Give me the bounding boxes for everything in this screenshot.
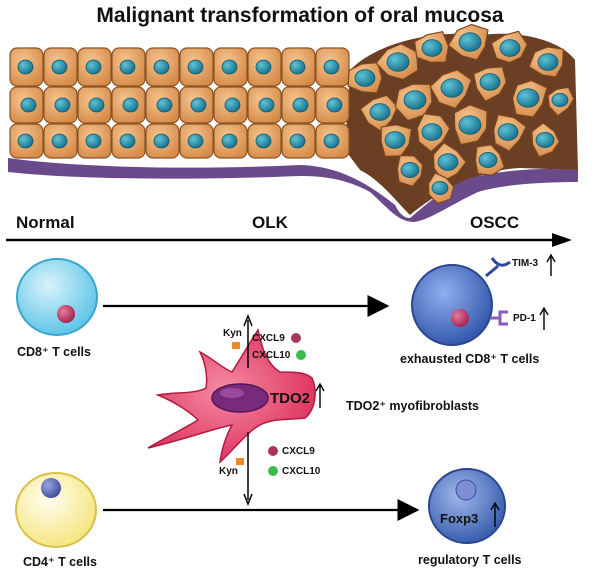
- tdo2-label: TDO2: [270, 390, 311, 407]
- tdo2-up-arrow-icon: [315, 382, 325, 408]
- foxp3-up-arrow-icon: [490, 501, 500, 527]
- pd1-receptor-icon: [490, 310, 508, 326]
- fibroblast-label: TDO2⁺ myofibroblasts: [346, 399, 480, 413]
- kyn-lower-label: Kyn: [219, 466, 238, 477]
- epithelial-cell: [145, 47, 180, 87]
- epithelial-cell: [43, 123, 78, 159]
- epithelial-cell: [9, 123, 44, 159]
- epithelial-cell: [145, 86, 180, 124]
- epithelial-cell: [111, 123, 146, 159]
- tumor-cells: [347, 23, 575, 205]
- tumor-cell: [453, 104, 488, 146]
- treg-label: regulatory T cells: [418, 553, 522, 567]
- tumor-cell: [547, 86, 575, 117]
- basement-membrane: [8, 158, 578, 222]
- tumor-cell: [531, 122, 561, 158]
- epithelial-cell: [77, 123, 112, 159]
- tumor-cell: [511, 79, 548, 118]
- epithelial-cell: [315, 47, 350, 87]
- progression-arrowhead: [552, 233, 572, 247]
- figure-title: Malignant transformation of oral mucosa: [96, 4, 504, 27]
- cxcl9-dot-icon: [268, 446, 278, 456]
- cxcl10-dot-icon: [268, 466, 278, 476]
- epithelial-cell: [213, 123, 248, 159]
- epithelial-cell: [281, 86, 316, 124]
- tumor-cell: [473, 66, 507, 103]
- cxcl10-lower-label: CXCL10: [282, 466, 321, 477]
- tumor-cell: [474, 144, 505, 176]
- down-secretion-arrow: [243, 432, 253, 507]
- tumor-cell: [347, 61, 383, 94]
- cxcl9-dot-icon: [291, 333, 301, 343]
- stage-olk: OLK: [252, 213, 288, 232]
- cd4-label: CD4⁺ T cells: [23, 555, 97, 569]
- epithelial-cell: [213, 86, 248, 124]
- stage-normal: Normal: [16, 213, 75, 232]
- tumor-cell: [427, 172, 455, 205]
- epithelial-cell: [247, 86, 282, 124]
- exhausted-cd8-cell: [411, 264, 493, 346]
- epithelial-cell: [179, 86, 214, 124]
- tumor-cell: [528, 46, 565, 78]
- cxcl10-upper-label: CXCL10: [252, 350, 291, 361]
- tim3-up-arrow-icon: [546, 253, 556, 276]
- tumor-cell: [375, 43, 419, 81]
- kyn-upper-label: Kyn: [223, 328, 242, 339]
- epithelial-cell: [111, 86, 146, 124]
- epithelial-cell: [213, 47, 248, 87]
- epithelial-cell: [77, 86, 112, 124]
- tim3-label: TIM-3: [512, 258, 539, 269]
- epithelial-cell: [281, 123, 316, 159]
- epithelial-cell: [247, 123, 282, 159]
- epithelium-band: [8, 23, 578, 222]
- tumor-cell: [490, 30, 528, 64]
- up-secretion-arrow: [243, 313, 253, 368]
- epithelial-cell: [145, 123, 180, 159]
- cxcl9-upper-label: CXCL9: [252, 333, 285, 344]
- tumor-cell: [394, 83, 433, 122]
- tumor-cell: [429, 69, 473, 110]
- epithelial-cell: [247, 47, 282, 87]
- epithelial-cell: [111, 47, 146, 87]
- fibroblast-nucleus: [211, 383, 269, 413]
- cxcl9-lower-label: CXCL9: [282, 446, 315, 457]
- epithelial-cell: [315, 123, 350, 159]
- stage-oscc: OSCC: [470, 213, 520, 232]
- cd8-nucleus: [57, 305, 75, 323]
- tumor-cell: [416, 113, 451, 153]
- epithelial-cells: [9, 47, 350, 159]
- regulatory-t-cell: [428, 468, 506, 544]
- epithelial-cell: [77, 47, 112, 87]
- pd1-label: PD-1: [513, 313, 536, 324]
- cd8-t-cell: [16, 258, 98, 336]
- pd1-up-arrow-icon: [539, 306, 549, 330]
- tim3-receptor-icon: [485, 257, 511, 278]
- cxcl10-dot-icon: [296, 350, 306, 360]
- epithelial-cell: [9, 86, 44, 124]
- epithelial-cell: [179, 123, 214, 159]
- tumor-cell: [380, 124, 413, 157]
- foxp3-label: Foxp3: [440, 511, 479, 526]
- epithelial-cell: [43, 47, 78, 87]
- cd8-label: CD8⁺ T cells: [17, 345, 91, 359]
- tumor-cell: [493, 113, 527, 152]
- kyn-square-icon: [232, 342, 240, 349]
- exhausted-label: exhausted CD8⁺ T cells: [400, 352, 540, 366]
- tumor-cell: [359, 94, 399, 132]
- epithelial-cell: [43, 86, 78, 124]
- epithelial-cell: [281, 47, 316, 87]
- cd4-t-cell: [15, 472, 97, 548]
- tumor-cell: [414, 31, 450, 63]
- tumor-cell: [447, 23, 489, 61]
- kyn-square-icon: [236, 458, 244, 465]
- tumor-cell: [396, 154, 424, 187]
- epithelial-cell: [315, 86, 350, 124]
- epithelial-cell: [179, 47, 214, 87]
- epithelial-cell: [9, 47, 44, 87]
